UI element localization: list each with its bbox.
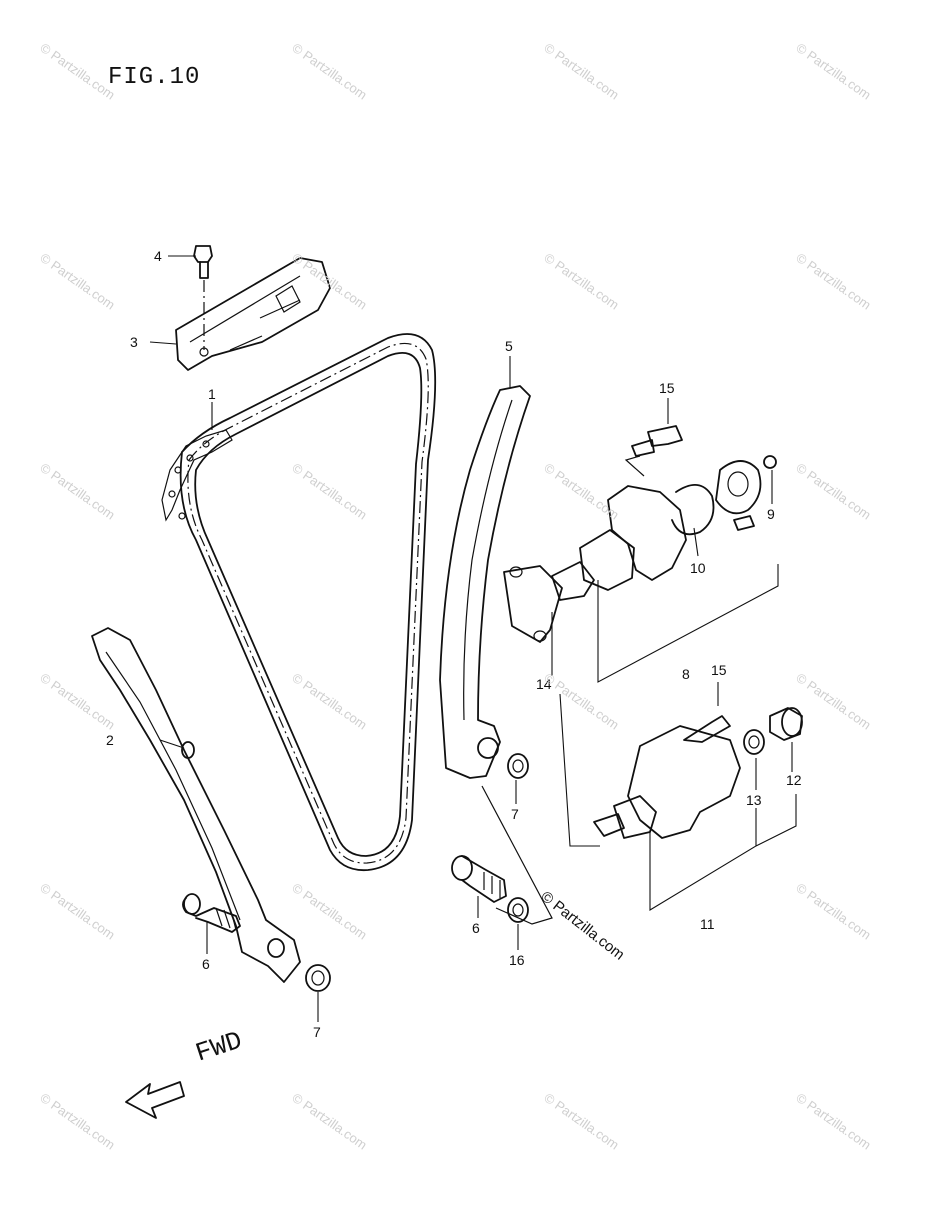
leader-lines xyxy=(149,255,797,1022)
callout-9: 9 xyxy=(767,506,775,522)
pivot-bolt-left xyxy=(182,893,241,933)
callout-6-left: 6 xyxy=(202,956,210,972)
callout-10: 10 xyxy=(690,560,706,576)
callout-7-right: 7 xyxy=(511,806,519,822)
figure-title: FIG.10 xyxy=(108,64,201,91)
callout-15-lower: 15 xyxy=(711,662,727,678)
cam-chain xyxy=(161,333,437,872)
callout-15-upper: 15 xyxy=(659,380,675,396)
callout-16: 16 xyxy=(509,952,525,968)
callout-13: 13 xyxy=(746,792,762,808)
callout-6-right: 6 xyxy=(472,920,480,936)
callout-11: 11 xyxy=(700,916,715,932)
callout-1: 1 xyxy=(208,386,216,402)
callout-2: 2 xyxy=(106,732,114,748)
callout-14: 14 xyxy=(536,676,552,692)
tensioner-guide-2 xyxy=(91,627,331,992)
tensioner-assembly-upper xyxy=(503,425,777,643)
callout-3: 3 xyxy=(130,334,138,350)
chain-guide-plate xyxy=(175,257,331,371)
callout-4: 4 xyxy=(154,248,162,264)
callout-7-left: 7 xyxy=(313,1024,321,1040)
callout-12: 12 xyxy=(786,772,802,788)
pivot-bolt-right xyxy=(451,785,553,925)
forward-arrow xyxy=(125,1081,185,1119)
chain-guide-5 xyxy=(439,385,531,779)
tensioner-assembly-lower xyxy=(593,707,803,839)
callout-5: 5 xyxy=(505,338,513,354)
callout-8: 8 xyxy=(682,666,690,682)
